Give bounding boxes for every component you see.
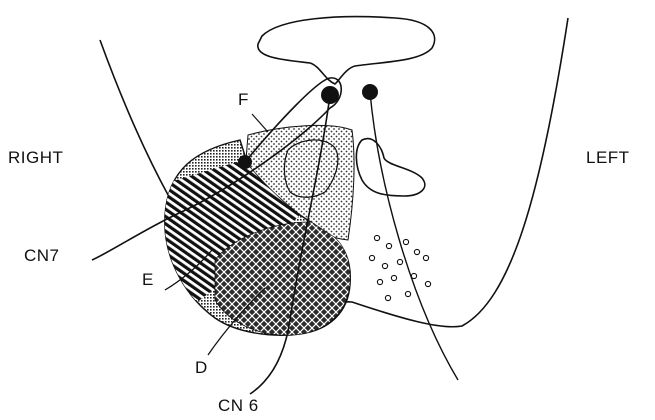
pontine-nuclei-dots <box>369 235 430 300</box>
label-d: D <box>195 358 208 378</box>
f-leader-line <box>252 114 268 132</box>
left-medial-lemniscus <box>356 139 424 196</box>
label-f: F <box>238 90 249 110</box>
side-label-right: RIGHT <box>8 148 63 168</box>
label-e: E <box>142 270 154 290</box>
label-cn7: CN7 <box>24 246 60 266</box>
label-cn6: CN 6 <box>218 396 259 416</box>
fourth-ventricle <box>258 17 435 84</box>
side-label-left: LEFT <box>586 148 630 168</box>
left-cn6-fascicle-line <box>370 92 458 380</box>
